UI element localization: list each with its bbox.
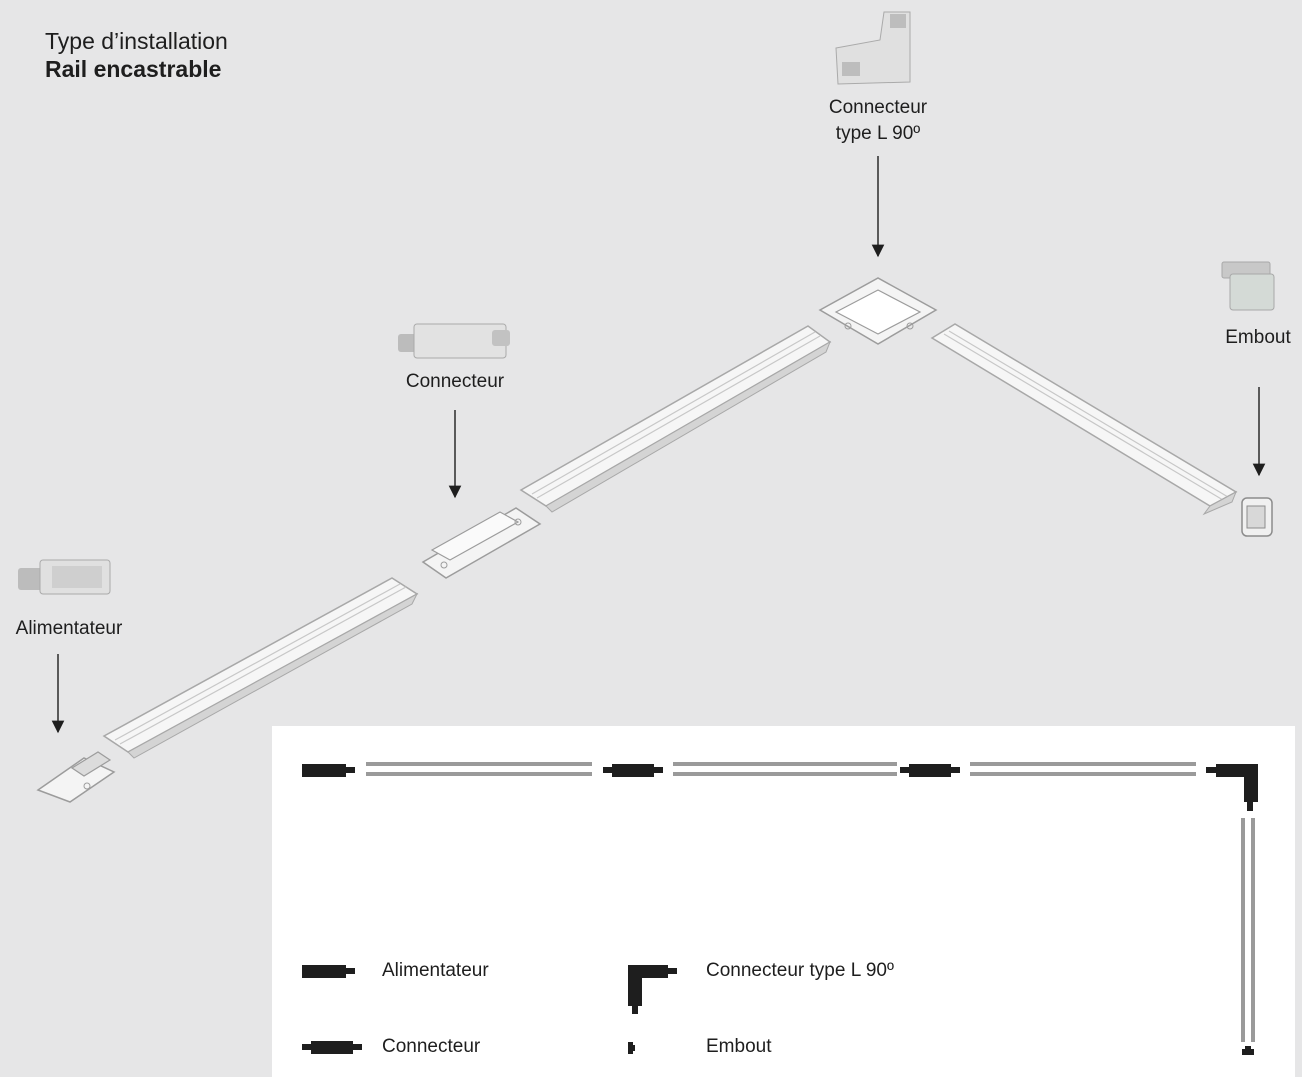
connecteur-l-photo [835, 11, 911, 85]
connecteur-l-label: Connecteur type L 90º [818, 95, 938, 147]
schematic-end-cap-icon [1242, 1046, 1254, 1055]
installation-type-label: Type d’installation [45, 28, 228, 54]
page-title: Type d’installation Rail encastrable [45, 27, 228, 83]
alimentateur-photo [18, 559, 111, 595]
legend-label-connecteur-l: Connecteur type L 90º [706, 960, 894, 981]
alimentateur-installed [36, 751, 116, 803]
rail-segment-3 [930, 323, 1238, 516]
legend-panel: Alimentateur Connecteur type L 90º Conne… [272, 726, 1295, 1077]
embout-photo [1221, 261, 1275, 311]
rail-segment-2 [519, 325, 832, 513]
connecteur-l-installed [818, 277, 938, 345]
connecteur-l-label-line2: type L 90º [835, 123, 921, 144]
legend-label-embout: Embout [706, 1036, 772, 1057]
schematic-connector-icon [900, 764, 960, 777]
schematic-rail-vertical-icon [1241, 818, 1255, 1042]
installation-type-value: Rail encastrable [45, 56, 222, 82]
schematic-connector-icon [603, 764, 663, 777]
legend-l-connector-icon [628, 965, 677, 1014]
embout-installed [1241, 497, 1273, 537]
legend-straight-connector-icon [302, 1041, 362, 1054]
embout-label: Embout [1225, 327, 1291, 348]
schematic-l-connector-icon [1206, 764, 1258, 811]
schematic-rail-icon [673, 762, 897, 776]
alimentateur-label: Alimentateur [15, 618, 123, 639]
legend-label-alimentateur: Alimentateur [382, 960, 489, 981]
legend-power-feed-icon [302, 965, 355, 978]
schematic-power-feed-icon [302, 764, 355, 777]
connecteur-label: Connecteur [405, 371, 505, 392]
connecteur-installed [421, 507, 542, 579]
schematic-rail-icon [366, 762, 592, 776]
schematic-layout [302, 762, 1258, 1055]
connecteur-photo [398, 323, 510, 359]
legend-label-connecteur: Connecteur [382, 1036, 481, 1057]
rail-segment-1 [102, 577, 419, 759]
legend-end-cap-icon [628, 1042, 635, 1054]
schematic-rail-icon [970, 762, 1196, 776]
connecteur-l-label-line1: Connecteur [828, 97, 928, 118]
